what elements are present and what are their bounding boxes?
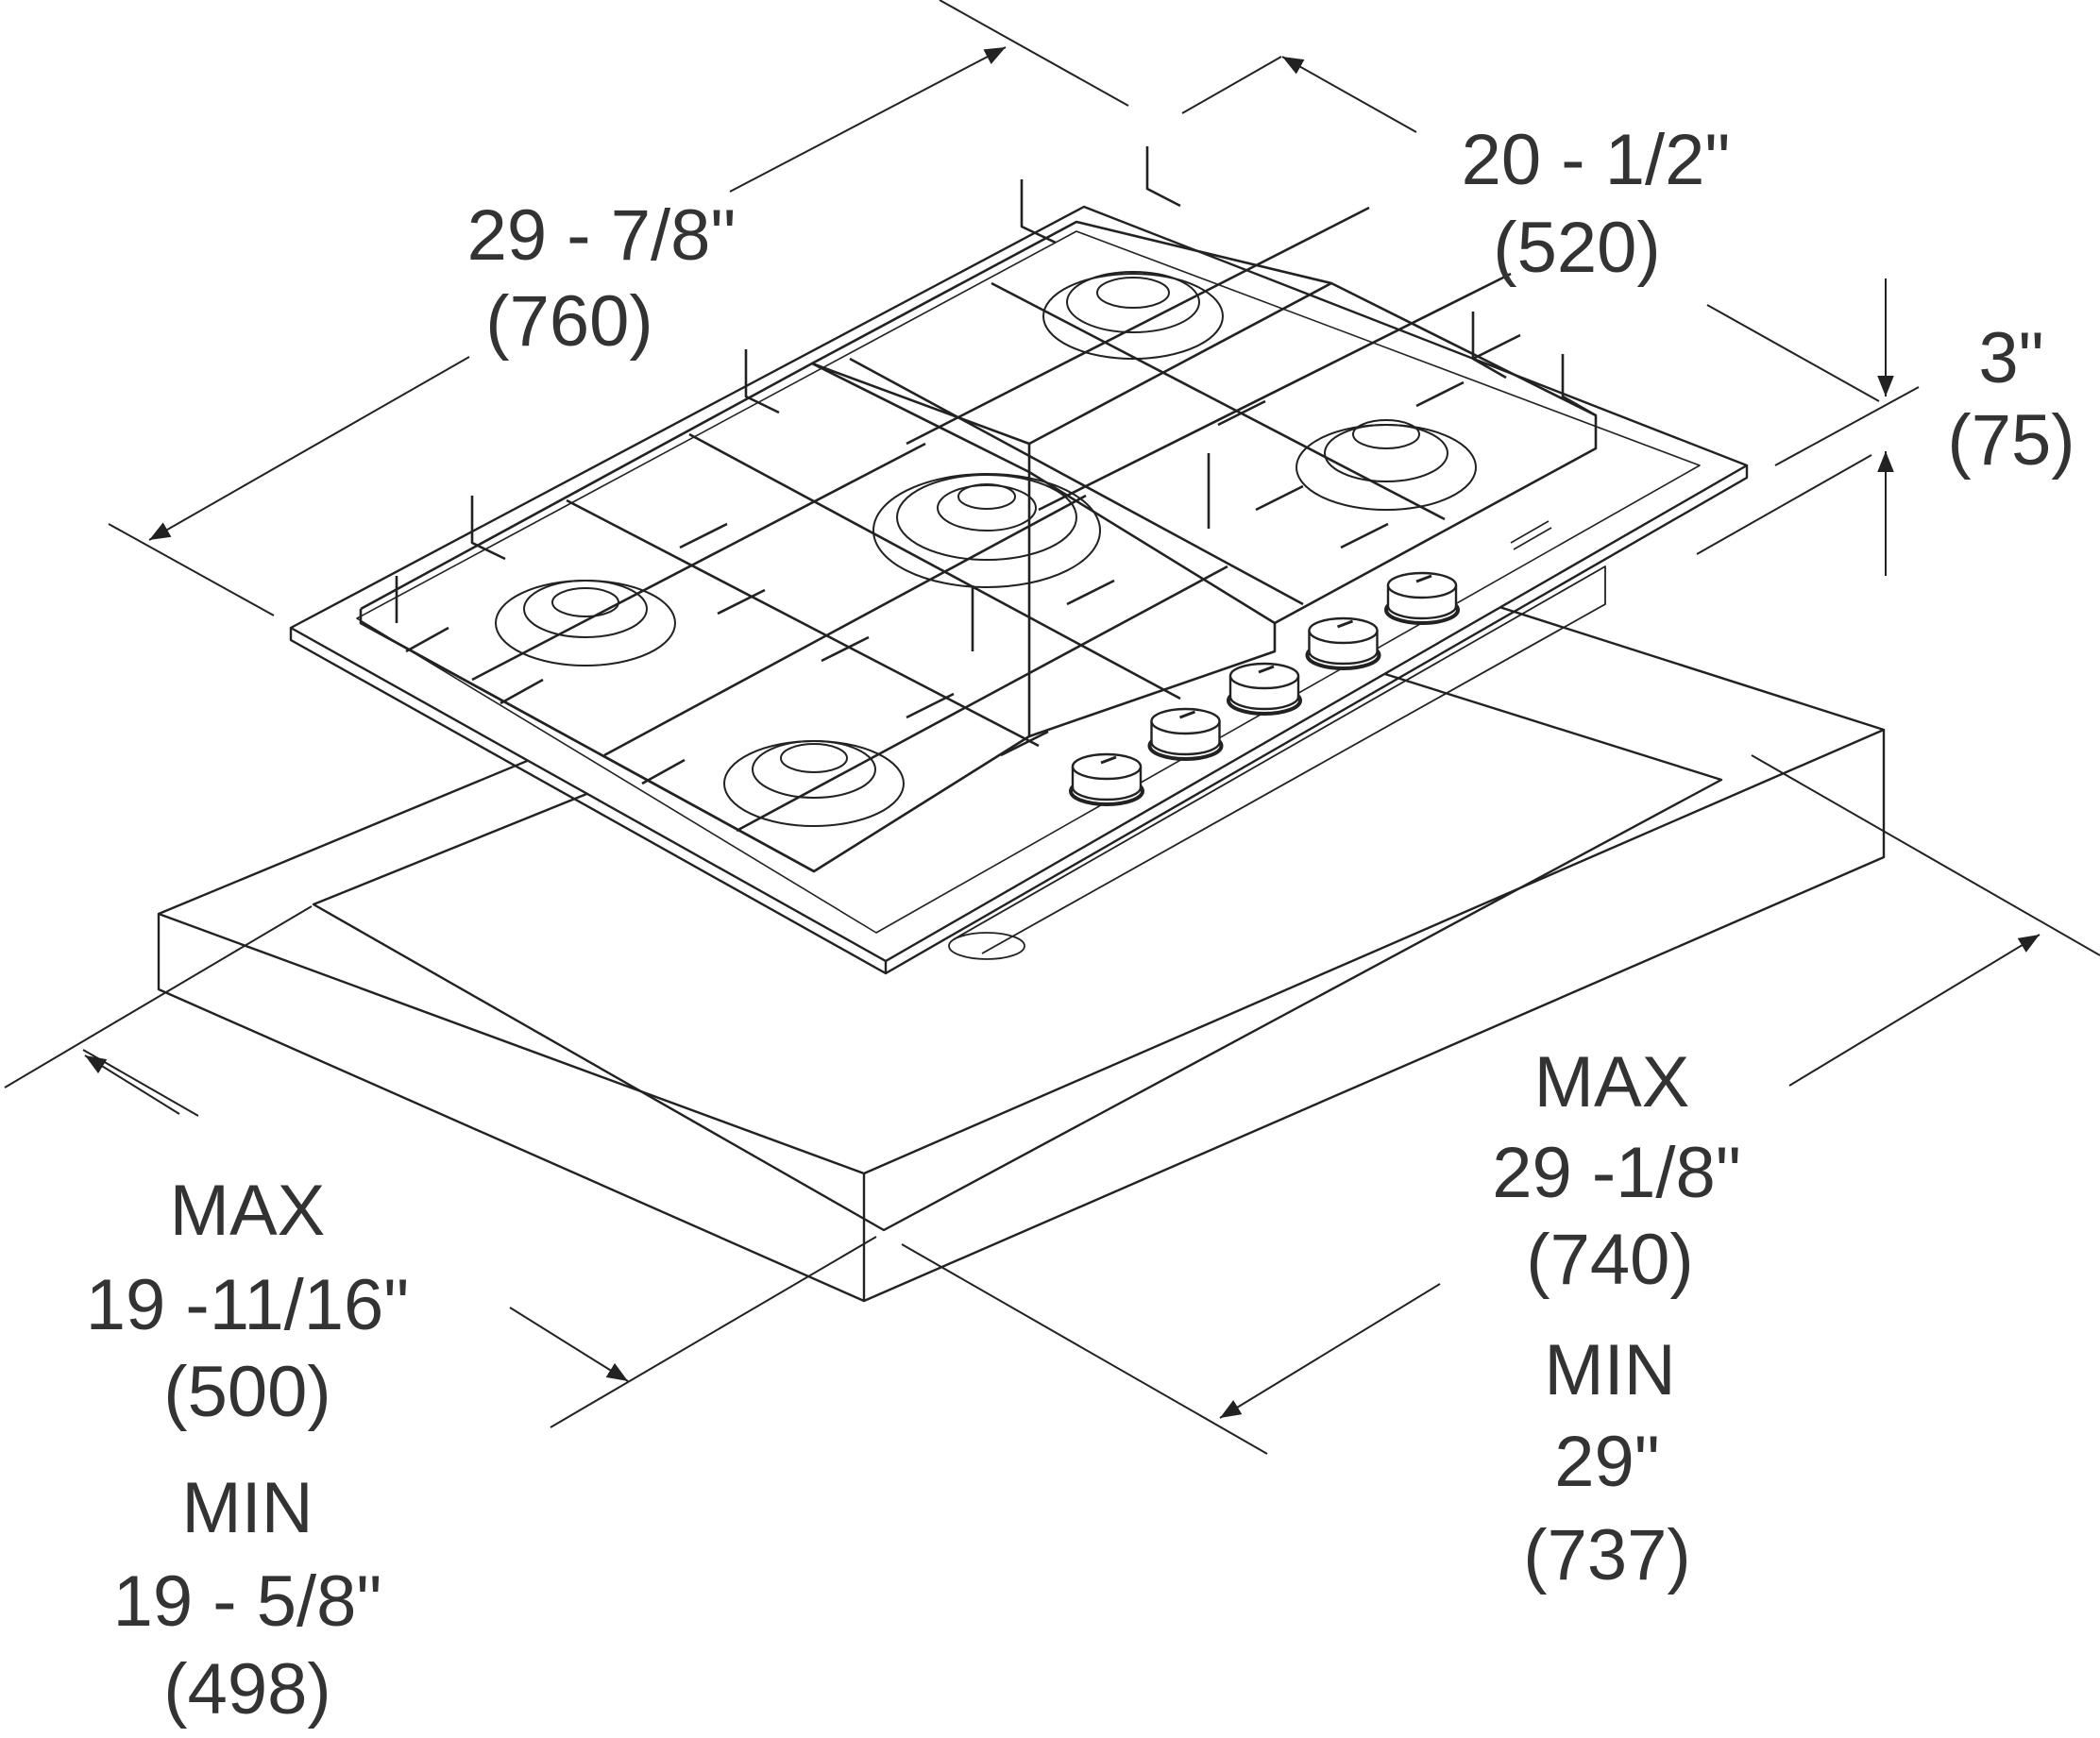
dimension-lines <box>4 0 2100 1455</box>
burner-front <box>723 740 905 827</box>
burner-left <box>495 580 676 667</box>
cutout-width-min-inches: 29" <box>1554 1422 1660 1502</box>
burners <box>495 271 1477 827</box>
cutout-depth-min-mm: (498) <box>163 1649 331 1730</box>
burner-rear <box>1042 271 1224 360</box>
width-mm-label: (760) <box>485 281 653 362</box>
control-knob <box>1069 752 1144 806</box>
cooktop-body <box>289 205 1749 975</box>
height-inches-label: 3" <box>1978 318 2044 398</box>
cutout-width-max-inches: 29 -1/8" <box>1492 1133 1741 1213</box>
control-knob <box>1305 616 1381 670</box>
height-mm-label: (75) <box>1947 400 2075 481</box>
depth-mm-label: (520) <box>1493 208 1661 288</box>
cutout-width-max-mm: (740) <box>1526 1220 1694 1300</box>
control-knobs <box>1069 571 1460 806</box>
cutout-depth-min-inches: 19 - 5/8" <box>112 1561 382 1642</box>
control-knob <box>1227 662 1302 716</box>
cutout-width-min-mm: (737) <box>1523 1515 1691 1595</box>
control-knob <box>1384 571 1460 625</box>
cutout-depth-max-inches: 19 -11/16" <box>85 1265 410 1345</box>
cutout-depth-min-label: MIN <box>181 1468 313 1548</box>
depth-inches-label: 20 - 1/2" <box>1461 120 1731 200</box>
control-knob <box>1147 707 1224 761</box>
cutout-width-min-label: MIN <box>1544 1330 1676 1410</box>
cutout-depth-max-mm: (500) <box>163 1352 331 1432</box>
burner-center-large <box>872 473 1101 588</box>
width-inches-label: 29 - 7/8" <box>466 195 737 276</box>
cutout-depth-max-label: MAX <box>169 1171 326 1251</box>
grates <box>359 146 1598 873</box>
burner-right <box>1296 419 1477 511</box>
cutout-width-max-label: MAX <box>1533 1042 1690 1122</box>
brand-logo <box>1510 520 1552 550</box>
